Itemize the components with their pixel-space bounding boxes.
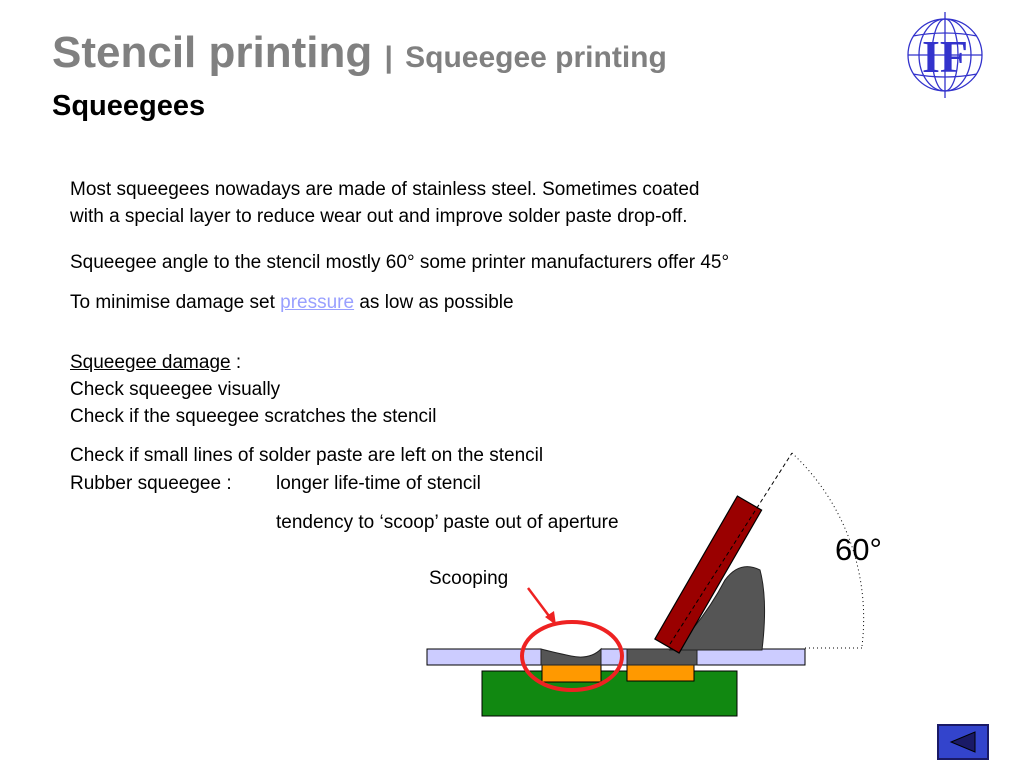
damage-heading: Squeegee damage xyxy=(70,352,231,373)
angle-guide-line xyxy=(669,452,793,645)
back-triangle-icon xyxy=(949,731,976,753)
damage-heading-line: Squeegee damage : xyxy=(70,349,241,376)
scooping-highlight xyxy=(520,620,624,692)
squeegee-blade xyxy=(654,495,763,654)
para-pressure: To minimise damage set pressure as low a… xyxy=(70,289,514,316)
pressure-suffix: as low as possible xyxy=(354,292,514,313)
pcb-pad-right xyxy=(626,664,695,682)
damage-item-scratch: Check if the squeegee scratches the sten… xyxy=(70,406,437,427)
pressure-prefix: To minimise damage set xyxy=(70,292,281,313)
pcb-pad-left xyxy=(541,664,602,683)
slide-subtitle: Squeegees xyxy=(52,90,206,122)
logo-letters: IF xyxy=(922,31,968,82)
rubber-item-scoop: tendency to ‘scoop’ paste out of apertur… xyxy=(276,512,619,533)
paste-roll xyxy=(668,566,766,651)
title-separator: | xyxy=(384,41,393,74)
para-material-line1: Most squeegees nowadays are made of stai… xyxy=(70,179,700,200)
title-main: Stencil printing xyxy=(52,28,373,77)
damage-item-lines: Check if small lines of solder paste are… xyxy=(70,445,544,466)
pressure-link[interactable]: pressure xyxy=(280,292,355,313)
previous-slide-button[interactable] xyxy=(937,724,989,760)
stencil-right xyxy=(696,648,806,666)
angle-label: 60° xyxy=(835,532,882,567)
damage-colon: : xyxy=(230,352,242,373)
para-angle: Squeegee angle to the stencil mostly 60°… xyxy=(70,252,730,273)
title-section: Squeegee printing xyxy=(405,41,667,74)
paste-filled xyxy=(626,648,698,666)
rubber-item-lifetime: longer life-time of stencil xyxy=(276,473,481,494)
paste-scooped xyxy=(540,647,602,666)
rubber-label: Rubber squeegee : xyxy=(70,473,232,494)
slide-title: Stencil printing | Squeegee printing xyxy=(52,28,667,78)
scooping-label: Scooping xyxy=(429,568,509,589)
para-material-line2: with a special layer to reduce wear out … xyxy=(70,206,688,227)
if-logo-icon: IF xyxy=(907,12,983,98)
damage-item-visual: Check squeegee visually xyxy=(70,379,281,400)
scooping-arrow xyxy=(527,587,553,621)
scooping-arrowhead xyxy=(545,611,556,625)
